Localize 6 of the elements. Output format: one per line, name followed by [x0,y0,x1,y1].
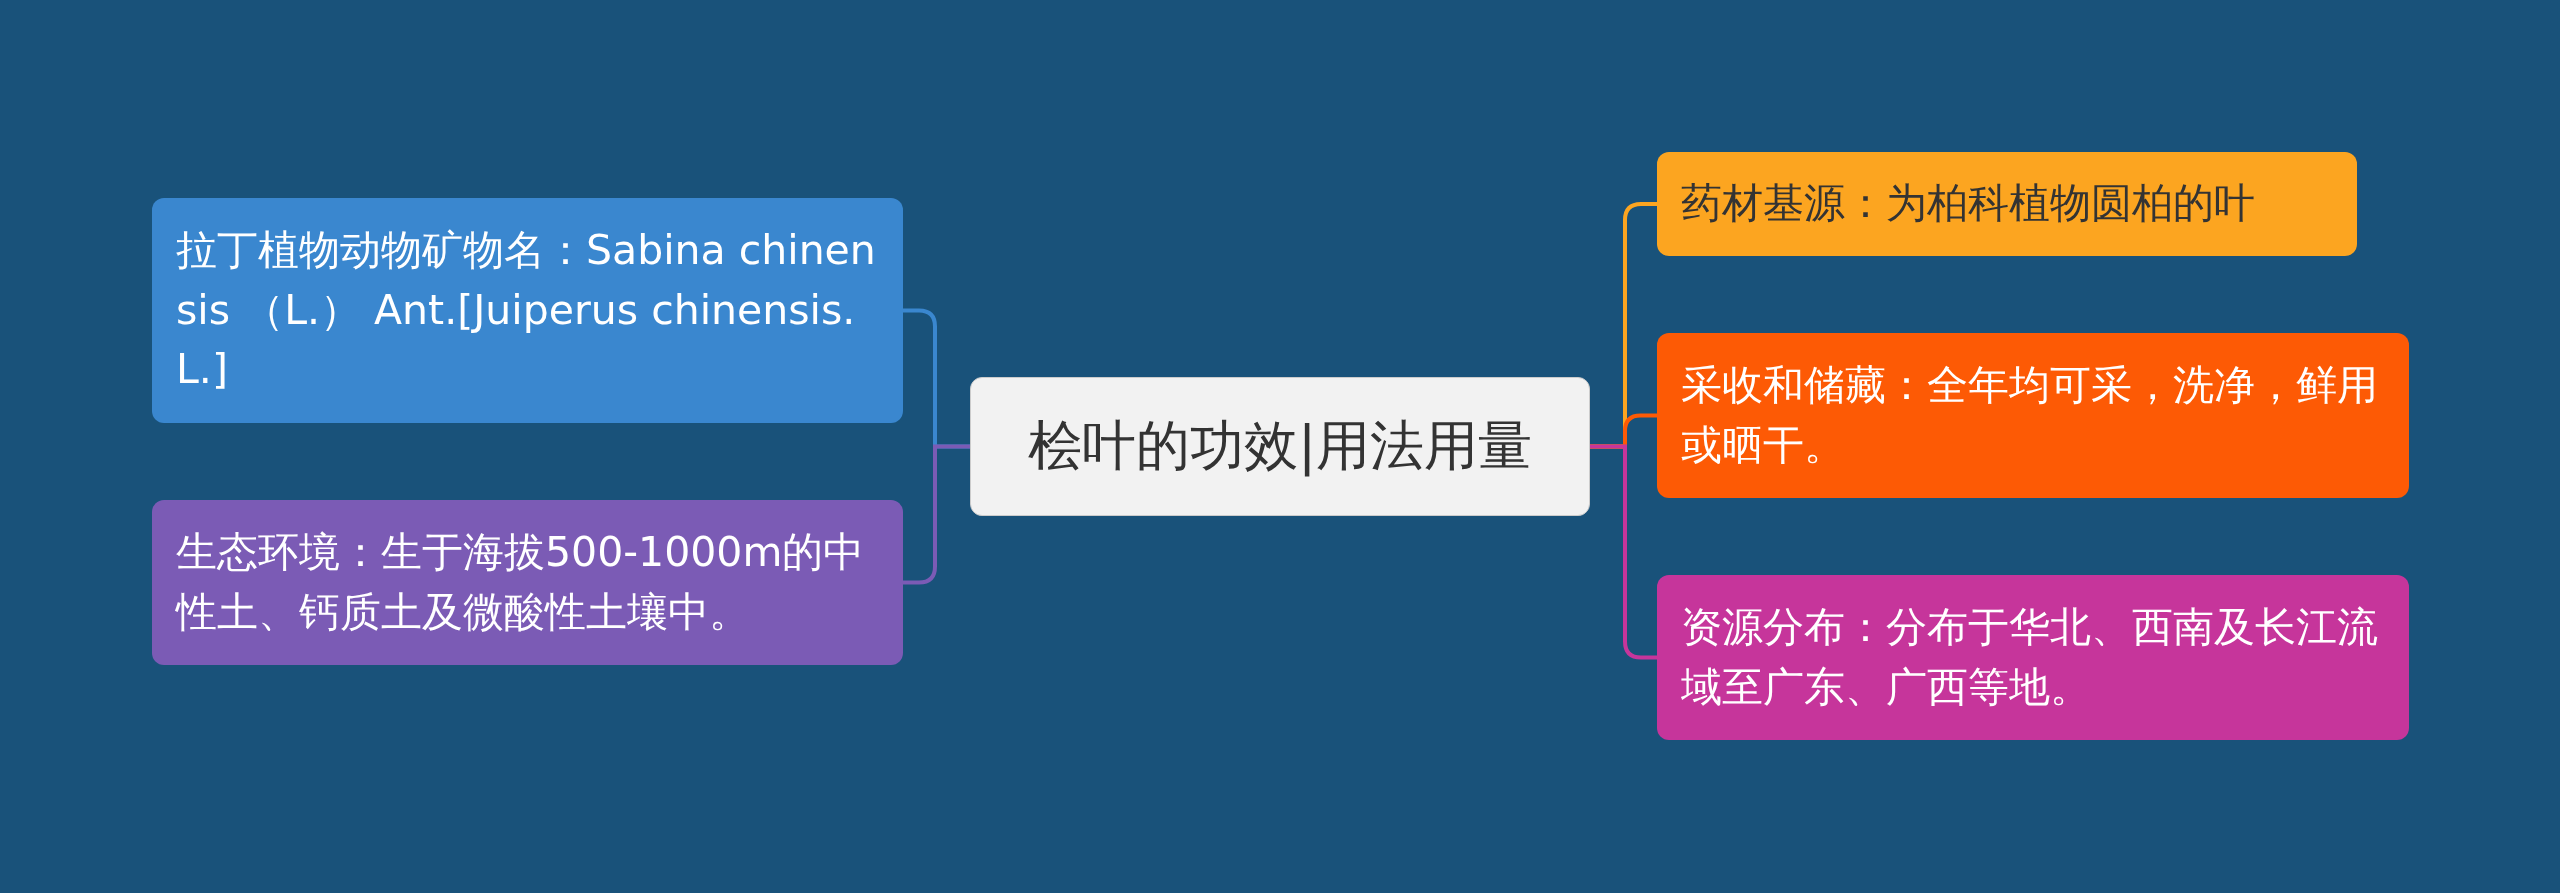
subtopic-card: 拉丁植物动物矿物名：Sabina chinensis （L.） Ant.[Juiperus chinensis.L.] [152,198,903,423]
subtopic-card: 生态环境：生于海拔500-1000m的中性土、钙质土及微酸性土壤中。 [152,500,903,665]
central-topic: 桧叶的功效|用法用量 [970,377,1590,516]
subtopic-card: 采收和储藏：全年均可采，洗净，鲜用或晒干。 [1657,333,2409,498]
subtopic-card: 药材基源：为柏科植物圆柏的叶 [1657,152,2357,256]
subtopic-card: 资源分布：分布于华北、西南及长江流域至广东、广西等地。 [1657,575,2409,740]
